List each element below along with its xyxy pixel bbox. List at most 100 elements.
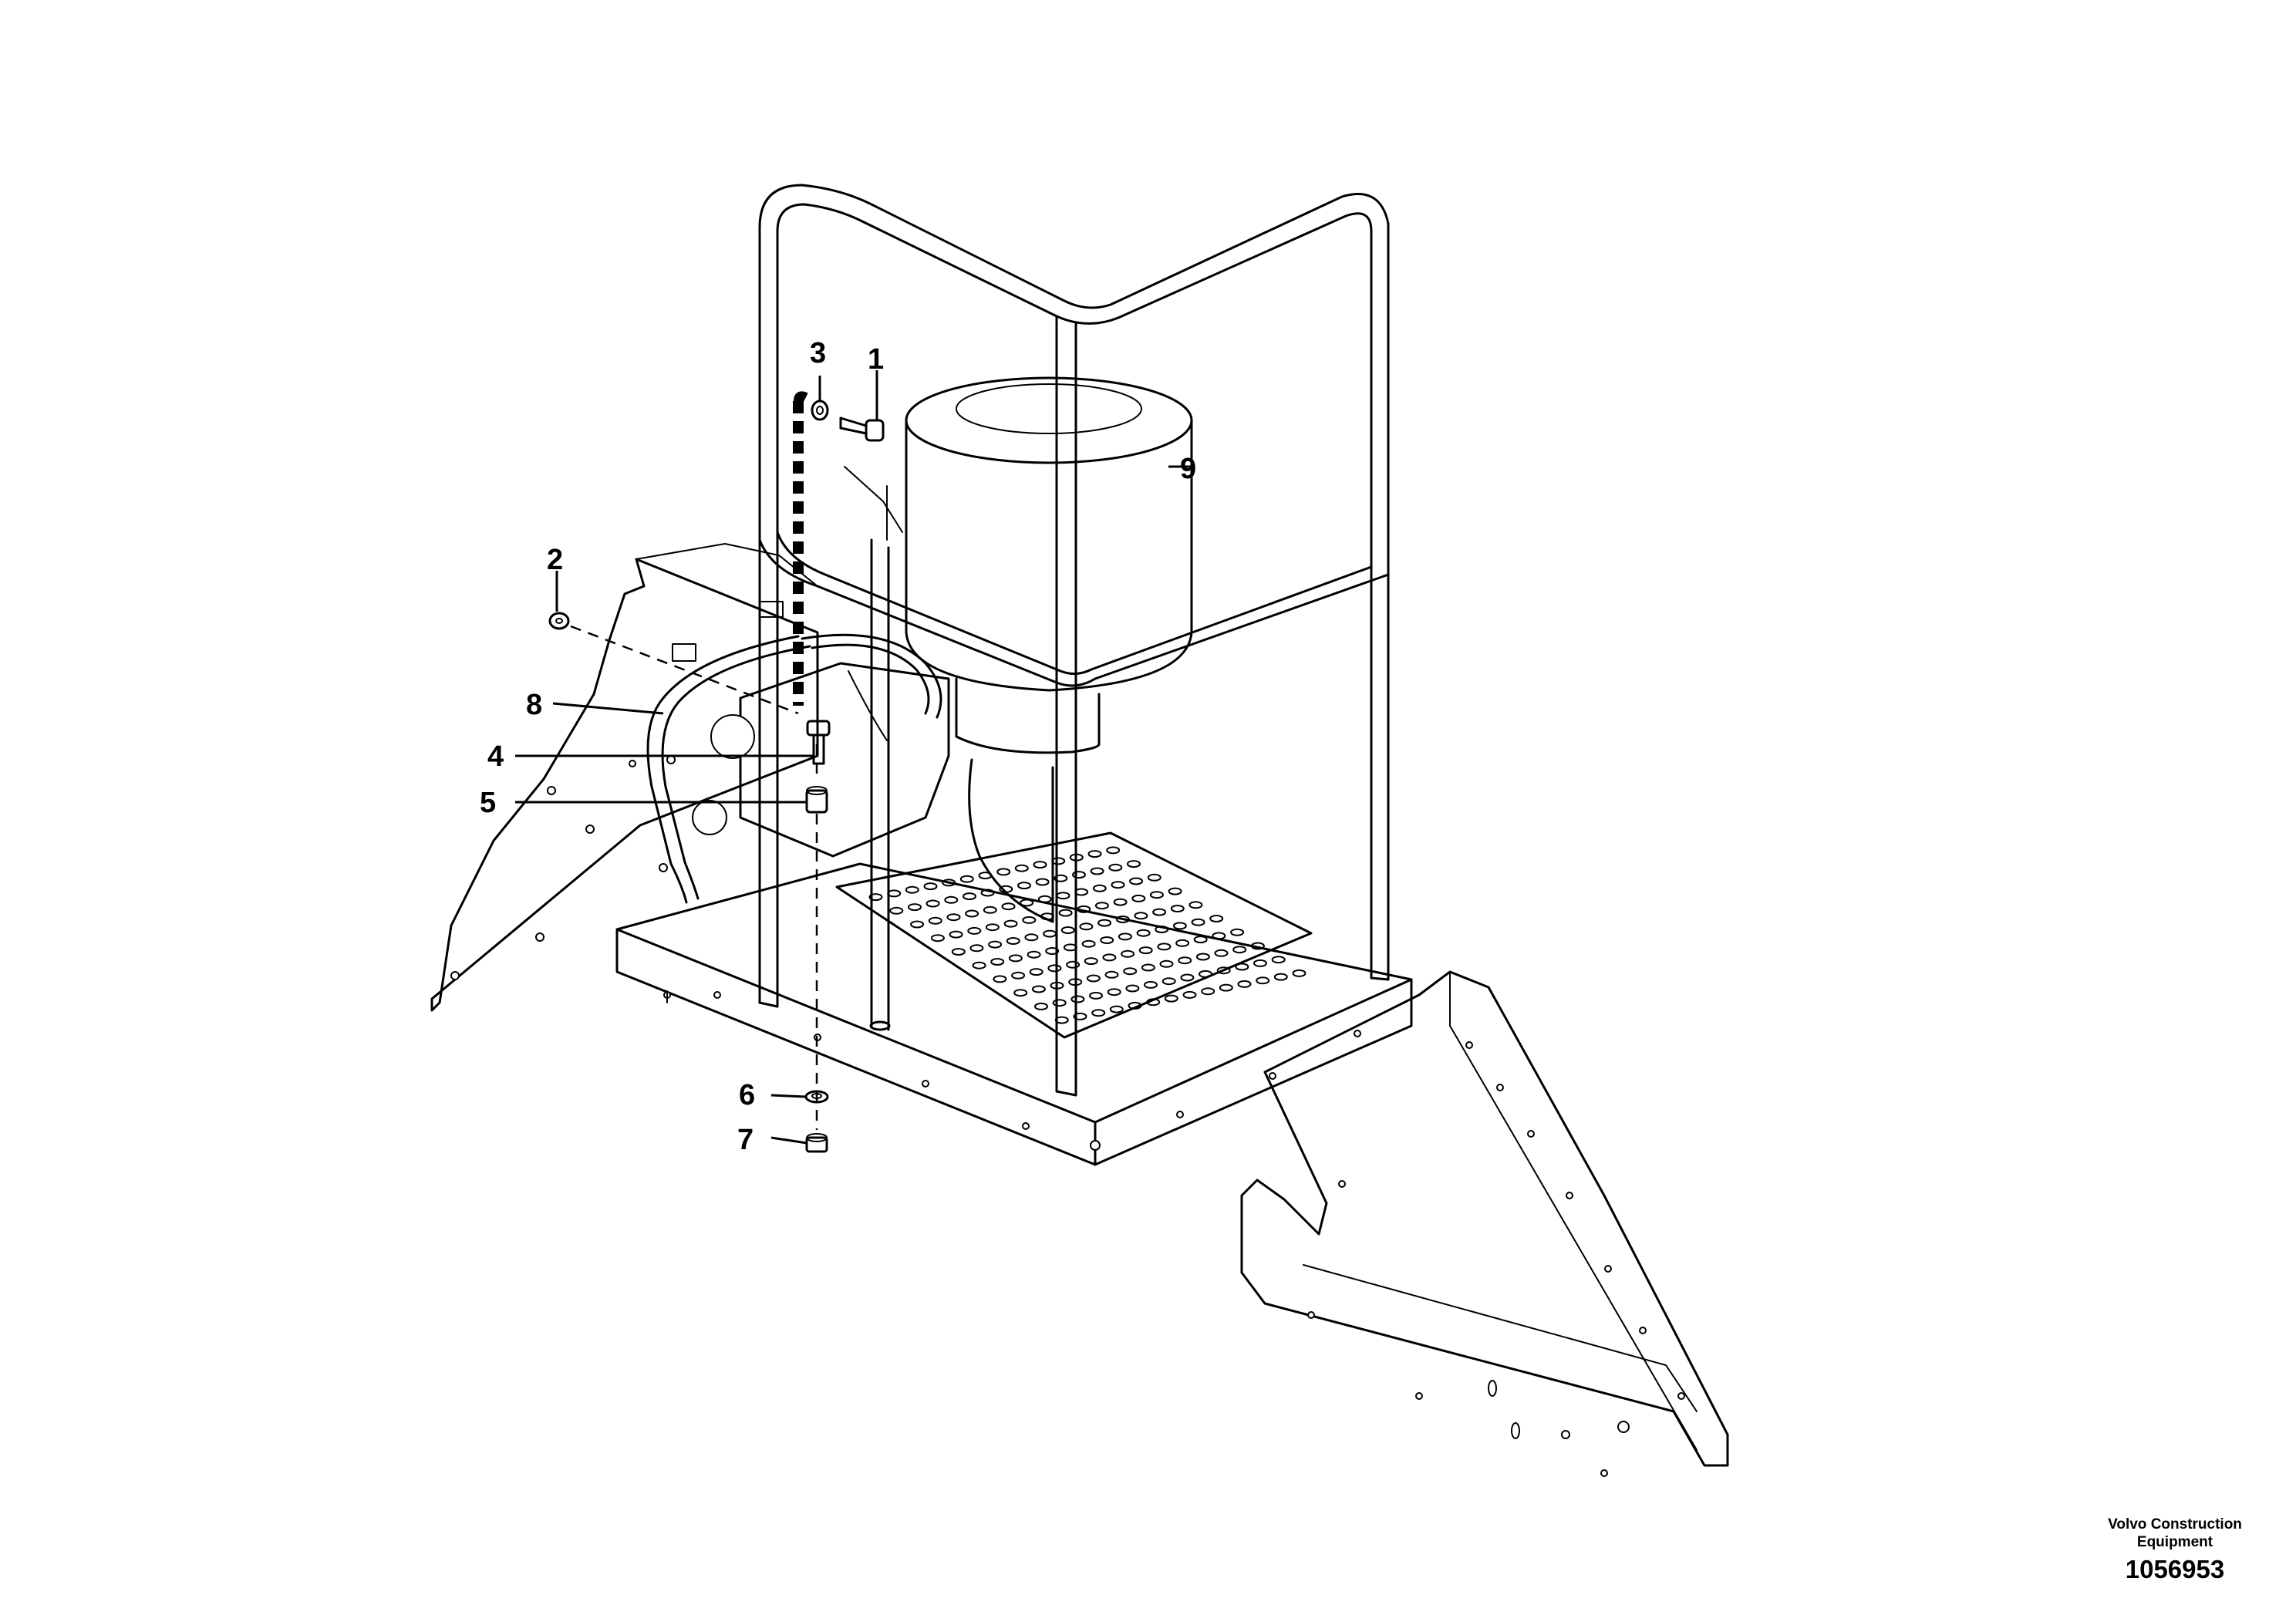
grating-hole: [1066, 960, 1081, 969]
grating-hole: [967, 926, 982, 935]
grating-hole: [1089, 991, 1103, 1000]
grating-hole: [1045, 947, 1060, 955]
grating-hole: [1136, 929, 1151, 937]
grating-hole: [1159, 959, 1174, 968]
grating-hole: [1094, 902, 1109, 910]
grating-hole: [1073, 1012, 1087, 1020]
grating-hole: [868, 893, 883, 902]
grating-hole: [1168, 887, 1182, 895]
grating-hole: [1079, 922, 1094, 931]
grating-hole: [1216, 966, 1231, 975]
grating-hole: [1037, 895, 1052, 903]
callout-numbers: 1 2 3 4 5 6 7 8 9: [480, 337, 1196, 1156]
grating-hole: [1144, 980, 1158, 989]
grating-hole: [1006, 937, 1020, 945]
step-bracket: [1240, 970, 1729, 1477]
grating-hole: [949, 930, 963, 939]
grating-hole: [1113, 898, 1128, 906]
grating-hole: [1091, 1009, 1106, 1017]
grating-hole: [1027, 950, 1041, 959]
grating-hole: [1106, 846, 1121, 855]
grating-hole: [1157, 943, 1172, 951]
mounting-plate: [659, 662, 950, 872]
grating-hole: [969, 944, 984, 953]
grating-hole: [1230, 928, 1245, 936]
publisher-credit: Volvo Construction Equipment 1056953: [2075, 1516, 2275, 1585]
grating-hole: [1188, 901, 1203, 909]
callout-9: 9: [1180, 453, 1196, 485]
company-name-line1: Volvo Construction: [2108, 1516, 2242, 1533]
grating-hole: [1014, 864, 1029, 872]
grating-hole: [1092, 884, 1107, 892]
grating-hole: [1086, 974, 1101, 983]
grating-hole: [1090, 867, 1104, 875]
grating-hole: [946, 913, 961, 922]
grating-hole: [1195, 953, 1210, 961]
grating-hole: [1172, 922, 1187, 930]
callout-5: 5: [480, 787, 496, 819]
grating-hole: [908, 903, 922, 912]
grating-hole: [1182, 990, 1197, 999]
grating-hole: [1108, 863, 1123, 872]
grating-hole: [1180, 973, 1195, 982]
grating-hole: [1253, 959, 1267, 967]
grating-hole: [1013, 989, 1028, 997]
grating-hole: [1141, 963, 1155, 972]
grating-hole: [1134, 912, 1148, 920]
callout-7: 7: [737, 1124, 754, 1156]
grating-hole: [1052, 999, 1067, 1007]
handrail: [758, 184, 1390, 1097]
callout-6: 6: [739, 1079, 755, 1111]
grating-hole: [1128, 1001, 1142, 1010]
grating-hole: [988, 940, 1003, 949]
grating-hole: [1100, 936, 1114, 944]
grating-hole: [1070, 995, 1085, 1003]
grating-hole: [1214, 949, 1229, 957]
grating-hole: [1121, 949, 1135, 958]
grating-hole: [925, 899, 940, 908]
grating-hole: [1034, 1002, 1048, 1010]
grating-hole: [1056, 892, 1070, 900]
grating-hole: [1111, 881, 1125, 889]
grating-hole: [1107, 988, 1121, 996]
leader-lines: [515, 370, 1192, 1145]
callout-4: 4: [487, 740, 504, 773]
company-name-line2: Equipment: [2136, 1534, 2213, 1550]
grating-hole: [910, 920, 925, 929]
fasteners: [548, 400, 885, 1153]
grating-hole: [1031, 985, 1046, 993]
grating-hole: [1201, 987, 1215, 996]
grating-hole: [963, 892, 976, 901]
grating-hole: [1138, 946, 1153, 955]
grating-hole: [1146, 998, 1161, 1007]
grating-hole: [1271, 956, 1286, 964]
grating-hole: [972, 961, 986, 969]
grating-hole: [1104, 970, 1119, 979]
grating-hole: [1199, 969, 1212, 978]
grating-hole: [1273, 973, 1288, 981]
grating-hole: [1175, 939, 1190, 947]
grating-hole: [1191, 918, 1205, 926]
grating-hole: [1127, 860, 1141, 868]
grating-hole: [1193, 936, 1208, 944]
grating-hole: [1129, 877, 1144, 885]
grating-hole: [1102, 953, 1117, 962]
floor-grating: [835, 831, 1313, 1039]
seal-gasket: [646, 633, 942, 904]
grating-hole: [1235, 963, 1249, 971]
grating-hole: [1123, 967, 1138, 976]
alignment-lines: [570, 625, 818, 1130]
grating-hole: [1115, 916, 1130, 923]
grating-hole: [1209, 915, 1224, 922]
grating-hole: [1077, 905, 1091, 913]
grating-hole: [1058, 909, 1073, 917]
grating-hole: [1152, 908, 1167, 916]
grating-hole: [905, 885, 919, 894]
grating-hole: [1212, 932, 1226, 940]
grating-hole: [1097, 919, 1112, 927]
grating-hole: [1161, 977, 1176, 986]
grating-hole: [1008, 954, 1023, 963]
grating-hole: [1084, 957, 1098, 966]
callout-3: 3: [810, 337, 826, 369]
grating-hole: [951, 948, 966, 956]
